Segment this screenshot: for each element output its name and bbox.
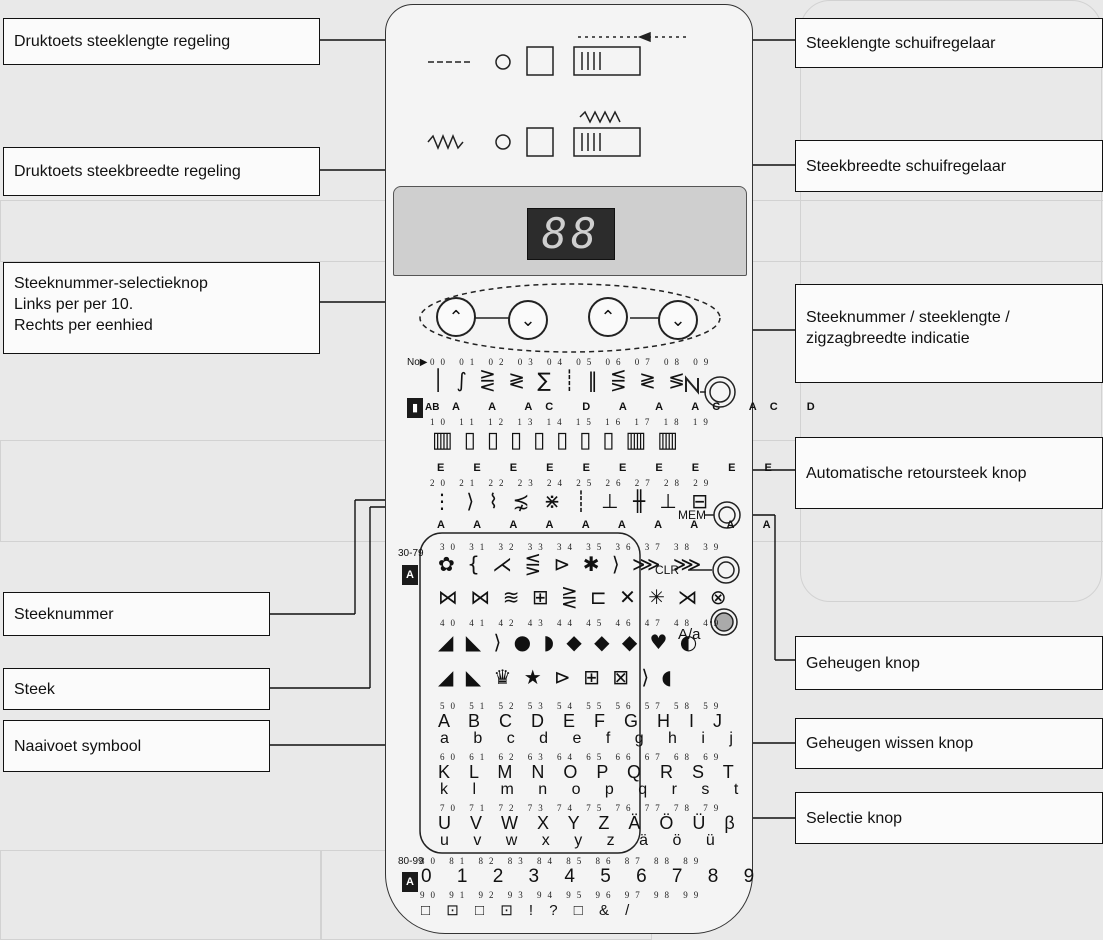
row-numbers-70: 70 71 72 73 74 75 76 77 78 79 [440, 803, 725, 813]
row-numbers-80: 80 81 82 83 84 85 86 87 88 89 [420, 856, 705, 866]
row-upper-70: U V W X Y Z Ä Ö Ü β [438, 813, 742, 833]
label-width-slider-text: Steekbreedte schuifregelaar [806, 157, 1007, 175]
mode-icon-a-2: A [402, 872, 418, 892]
label-presser-foot: Naaivoet symbool [3, 720, 270, 772]
row-digits-80: 0 1 2 3 4 5 6 7 8 9 [421, 866, 765, 887]
label-memory: Geheugen knop [795, 636, 1103, 690]
row-numbers-60: 60 61 62 63 64 65 66 67 68 69 [440, 752, 725, 762]
label-stitch-select: Steeknummer-selectieknop Links per per 1… [3, 262, 320, 354]
row-upper-50: A B C D E F G H I J [438, 711, 730, 731]
label-stitch-length-button-text: Druktoets steeklengte regeling [14, 33, 231, 50]
label-select-text: Selectie knop [806, 809, 903, 827]
label-stitch-select-line1: Steeknummer-selectieknop [14, 275, 208, 292]
ab-prefix: AB [425, 402, 440, 413]
row-upper-60: K L M N O P Q R S T [438, 762, 741, 782]
label-stitch-length-button: Druktoets steeklengte regeling [3, 18, 320, 65]
label-memory-clear-text: Geheugen wissen knop [806, 735, 974, 752]
label-auto-reverse: Automatische retoursteek knop [795, 437, 1103, 509]
label-indicator: Steeknummer / steeklengte / zigzagbreedt… [795, 284, 1103, 383]
label-memory-text: Geheugen knop [806, 654, 920, 672]
row-numbers-50: 50 51 52 53 54 55 56 57 58 59 [440, 701, 725, 711]
stitch-glyphs-row-4b: ◢ ◣ ♛ ★ ⊳ ⊞ ⊠ ⟩ ◖ [438, 665, 676, 689]
label-stitch-width-button-text: Druktoets steekbreedte regeling [14, 163, 241, 180]
chevron-up-icon: ⌃ [448, 306, 464, 327]
row-symbols-90: □ ⊡ □ ⊡ ! ? □ & / [421, 902, 636, 919]
row-feet-00: A A AC D A A AC AC D [452, 401, 828, 413]
label-length-slider-text: Steeklengte schuifregelaar [806, 34, 996, 52]
label-stitch-width-button: Druktoets steekbreedte regeling [3, 147, 320, 196]
stitch-glyphs-row-1: ▥ ▯ ▯ ▯ ▯ ▯ ▯ ▯ ▥ ▥ [432, 428, 681, 453]
label-memory-clear: Geheugen wissen knop [795, 718, 1103, 769]
row-numbers-90: 90 91 92 93 94 95 96 97 98 99 [420, 890, 705, 900]
chevron-down-icon: ⌄ [520, 309, 536, 330]
row-lower-70: u v w x y z ä ö ü [440, 832, 725, 849]
stitch-glyphs-row-4: ◢ ◣ ⟩ ● ◗ ◆ ◆ ◆ ♥ ◐ [438, 630, 701, 654]
label-stitch: Steek [3, 668, 270, 710]
seven-segment-display: 88 [527, 208, 615, 260]
row-numbers-40: 40 41 42 43 44 45 46 47 48 49 [440, 618, 725, 628]
stitch-glyphs-row-3b: ⋈ ⋈ ≋ ⊞ ⋛ ⊏ ✕ ✳ ⋊ ⊗ [438, 585, 730, 609]
range-80-99: 80-99 [398, 856, 424, 867]
mem-label: MEM [678, 508, 706, 522]
foot-icon: ▮ [407, 398, 423, 418]
tens-up-button[interactable]: ⌃ [436, 297, 476, 337]
row-feet-10: E E E E E E E E E E [437, 462, 785, 474]
range-30-79: 30-79 [398, 548, 424, 559]
clr-label: CLR [655, 563, 680, 577]
label-stitch-text: Steek [14, 680, 55, 698]
chevron-down-icon: ⌄ [670, 309, 686, 330]
row-numbers-20: 20 21 22 23 24 25 26 27 28 29 [430, 478, 715, 488]
row-numbers-10: 10 11 12 13 14 15 16 17 18 19 [430, 417, 714, 427]
label-indicator-line1: Steeknummer / steeklengte / [806, 309, 1010, 326]
label-stitch-number-text: Steeknummer [14, 605, 114, 623]
label-stitch-number: Steeknummer [3, 592, 270, 636]
row-numbers-30: 30 31 32 33 34 35 36 37 38 39 [440, 542, 725, 552]
ab-label: A/a [678, 626, 701, 643]
label-width-slider: Steekbreedte schuifregelaar [795, 140, 1103, 192]
row-lower-60: k l m n o p q r s t [440, 781, 749, 798]
stitch-glyphs-row-2: ⋮ ⟩ ⌇ ⋨ ⋇ ┊ ⊥ ╫ ⊥ ⊟ [432, 489, 712, 513]
label-stitch-select-line2: Links per per 10. [14, 296, 134, 313]
no-label: No▶ [407, 357, 428, 368]
mode-icon-a: A [402, 565, 418, 585]
chevron-up-icon: ⌃ [600, 306, 616, 327]
units-up-button[interactable]: ⌃ [588, 297, 628, 337]
control-panel [385, 4, 753, 934]
stitch-glyphs-row-3: ✿ { ⋌ ⋚ ⊳ ✱ ⟩ ⋙ ⋙ [438, 552, 705, 576]
label-select: Selectie knop [795, 792, 1103, 844]
label-indicator-line2: zigzagbreedte indicatie [806, 330, 970, 347]
tens-down-button[interactable]: ⌄ [508, 300, 548, 340]
label-stitch-select-line3: Rechts per eenhied [14, 317, 153, 334]
row-feet-20: A A A A A A A A A A [437, 519, 784, 531]
label-length-slider: Steeklengte schuifregelaar [795, 18, 1103, 68]
stitch-glyphs-row-0: │ ∫ ⋛ ≷ ∑ ┊ ‖ ⋚ ≷ ≶ [432, 368, 688, 392]
units-down-button[interactable]: ⌄ [658, 300, 698, 340]
label-auto-reverse-text: Automatische retoursteek knop [806, 464, 1027, 482]
row-numbers-00: 00 01 02 03 04 05 06 07 08 09 [430, 357, 715, 367]
label-presser-foot-text: Naaivoet symbool [14, 737, 142, 755]
row-lower-50: a b c d e f g h i j [440, 730, 743, 747]
